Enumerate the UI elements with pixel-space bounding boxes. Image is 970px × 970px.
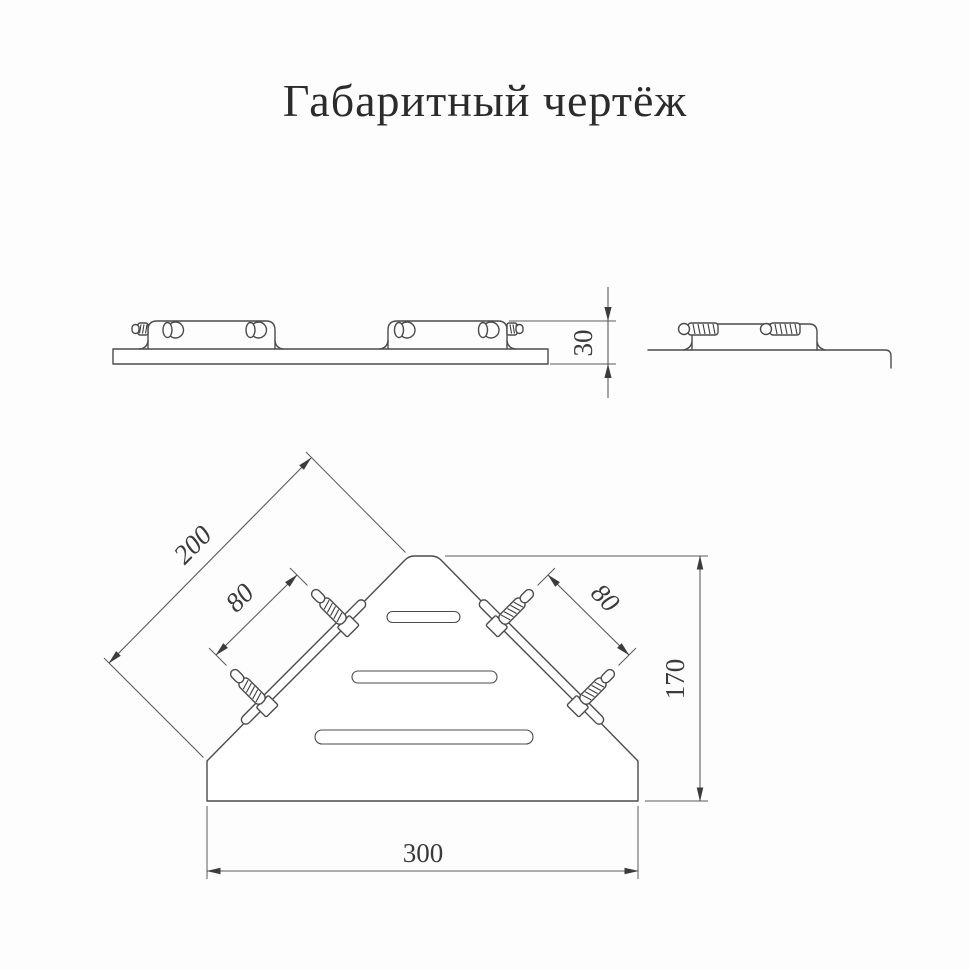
- dim-anchor-spacing-right: 80: [537, 567, 637, 666]
- page-title: Габаритный чертёж: [282, 75, 688, 126]
- drain-slot: [386, 610, 461, 624]
- drain-slot: [351, 670, 498, 684]
- wall-anchor: [759, 322, 801, 336]
- dim-depth-value: 170: [660, 659, 690, 700]
- front-view: 30: [112, 287, 616, 398]
- dim-anchor-spacing-right-value: 80: [585, 578, 626, 619]
- wall-anchor: [677, 322, 719, 336]
- shelf-outline: [206, 555, 639, 802]
- dim-back-edge-value: 200: [168, 519, 218, 569]
- mounting-bracket: [379, 320, 524, 350]
- wall-anchor: [131, 322, 149, 336]
- wall-anchor: [506, 322, 524, 336]
- plan-view: 200 80 80 170: [103, 451, 708, 879]
- dim-width: 300: [206, 806, 639, 879]
- shelf-plate: [112, 348, 549, 365]
- side-view: [647, 322, 892, 369]
- mounting-bracket: [131, 320, 284, 350]
- dim-anchor-spacing-left-value: 80: [219, 577, 260, 618]
- shelf-profile: [647, 349, 892, 369]
- dim-depth: 170: [445, 555, 708, 802]
- dim-anchor-spacing-left: 80: [208, 567, 308, 666]
- wall-rail: [478, 599, 605, 725]
- dim-bracket-height: 30: [509, 287, 616, 398]
- drain-slot: [314, 729, 534, 745]
- dim-width-value: 300: [403, 838, 444, 868]
- dim-bracket-height-value: 30: [568, 330, 598, 357]
